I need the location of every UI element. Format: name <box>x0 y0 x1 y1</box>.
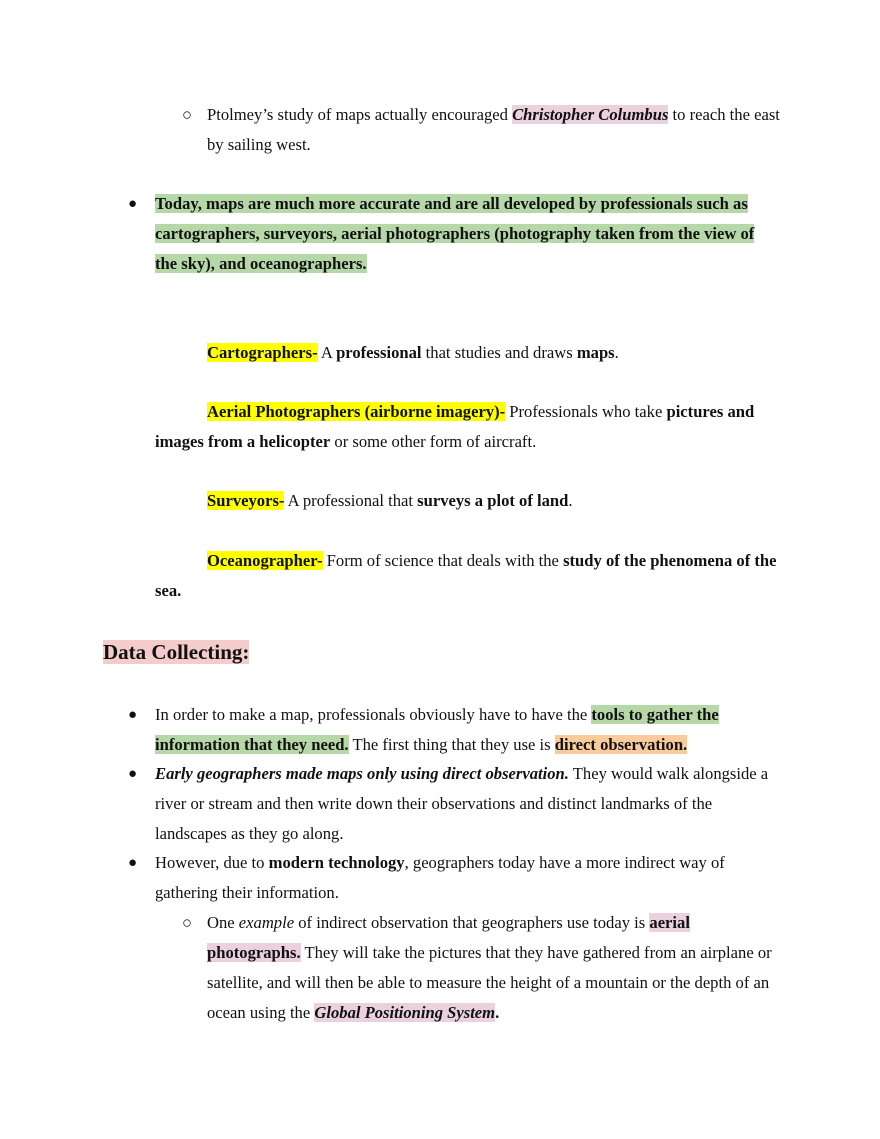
italic-example: example <box>238 913 295 932</box>
item-text: of indirect observation that geographers… <box>294 913 650 932</box>
definition-text: that studies and draws <box>421 343 577 362</box>
solid-bullet-icon: ● <box>128 707 138 723</box>
bold-modern-technology: modern technology <box>268 853 405 872</box>
bold-study-of-sea: study of the phenomena of the sea. <box>155 551 777 600</box>
item-text: However, due to <box>155 853 269 872</box>
highlight-global-positioning-system: Global Positioning System <box>314 1003 496 1022</box>
solid-bullet-icon: ● <box>128 766 138 782</box>
ptolemy-text-start: Ptolmey’s study of maps actually encoura… <box>207 105 513 124</box>
item-text: One <box>207 913 239 932</box>
item-text: In order to make a map, professionals ob… <box>155 705 592 724</box>
definition-text: A professional that <box>284 491 418 510</box>
definition-text: A <box>317 343 337 362</box>
list-item-early-geographers: Early geographers made maps only using d… <box>155 759 780 849</box>
today-maps-paragraph: Today, maps are much more accurate and a… <box>155 189 780 279</box>
ptolemy-paragraph: Ptolmey’s study of maps actually encoura… <box>207 100 782 160</box>
hollow-bullet-icon: ○ <box>182 105 193 124</box>
bold-professional: professional <box>336 343 422 362</box>
definition-text: Form of science that deals with the <box>322 551 564 570</box>
bold-pictures-and-images: pictures and images from a helicopter <box>155 402 755 451</box>
definition-text: . <box>568 491 573 510</box>
hollow-bullet-icon: ○ <box>182 913 193 932</box>
list-item-modern-technology: However, due to modern technology, geogr… <box>155 848 780 908</box>
item-text: They would walk alongside a river or str… <box>155 764 769 843</box>
definition-aerial-photographers: Aerial Photographers (airborne imagery)-… <box>155 397 780 457</box>
definition-cartographers: Cartographers- A professional that studi… <box>155 338 780 368</box>
definition-text: . <box>614 343 619 362</box>
solid-bullet-icon: ● <box>128 855 138 871</box>
heading-text: Data Collecting: <box>103 640 250 664</box>
item-text: . <box>495 1003 500 1022</box>
bold-italic-early-geographers: Early geographers made maps only using d… <box>155 764 569 783</box>
item-text: The first thing that they use is <box>348 735 555 754</box>
ptolemy-text-end: to reach the east by sailing west. <box>207 105 780 154</box>
list-item-tools: In order to make a map, professionals ob… <box>155 700 780 760</box>
item-text: They will take the pictures that they ha… <box>207 943 772 1022</box>
definition-text: or some other form of aircraft. <box>330 432 537 451</box>
section-heading-data-collecting: Data Collecting: <box>103 636 250 668</box>
definition-text: Professionals who take <box>505 402 667 421</box>
definition-surveyors: Surveyors- A professional that surveys a… <box>155 486 780 516</box>
term-oceanographer: Oceanographer- <box>207 551 323 570</box>
term-aerial-photographers: Aerial Photographers (airborne imagery)- <box>207 402 506 421</box>
solid-bullet-icon: ● <box>128 196 138 212</box>
today-maps-text: Today, maps are much more accurate and a… <box>155 194 755 273</box>
bold-maps: maps <box>576 343 615 362</box>
definition-oceanographer: Oceanographer- Form of science that deal… <box>155 546 780 606</box>
list-item-aerial-photographs: One example of indirect observation that… <box>207 908 782 1028</box>
term-surveyors: Surveyors- <box>207 491 285 510</box>
bold-surveys-plot: surveys a plot of land <box>417 491 569 510</box>
highlight-direct-observation: direct observation. <box>554 735 688 754</box>
item-text: , geographers today have a more indirect… <box>155 853 725 902</box>
term-cartographers: Cartographers- <box>207 343 318 362</box>
highlight-christopher-columbus: Christopher Columbus <box>512 105 669 124</box>
